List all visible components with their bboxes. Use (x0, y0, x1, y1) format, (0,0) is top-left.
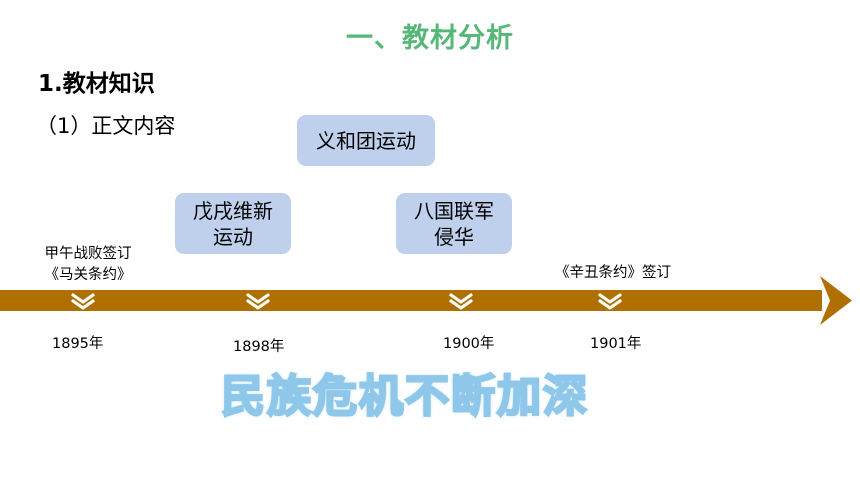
section-title: 一、教材分析 (346, 23, 514, 54)
chevron-down-icon (449, 293, 473, 310)
arrow-right-icon (820, 276, 852, 325)
event-label-shimonoseki: 甲午战败签订 《马关条约》 (44, 246, 132, 283)
timeline (0, 276, 852, 325)
chevron-down-icon (246, 293, 270, 310)
year-1898: 1898年 (233, 339, 285, 355)
year-1901: 1901年 (590, 336, 642, 352)
subtitle: 1.教材知识 (38, 71, 155, 97)
event-label-boxer-protocol: 《辛丑条约》签订 (555, 265, 671, 281)
event-box-reform-movement: 戊戌维新 运动 (175, 193, 291, 254)
event-box-boxer-movement: 义和团运动 (297, 115, 435, 166)
timeline-bar (0, 290, 822, 311)
subsubtitle: （1）正文内容 (36, 114, 176, 138)
chevron-down-icon (71, 293, 95, 310)
year-1900: 1900年 (443, 336, 495, 352)
year-1895: 1895年 (52, 336, 104, 352)
event-box-eight-nation-invasion: 八国联军 侵华 (396, 193, 512, 254)
slogan: 民族危机不断加深 (220, 370, 589, 424)
chevron-down-icon (598, 293, 622, 310)
